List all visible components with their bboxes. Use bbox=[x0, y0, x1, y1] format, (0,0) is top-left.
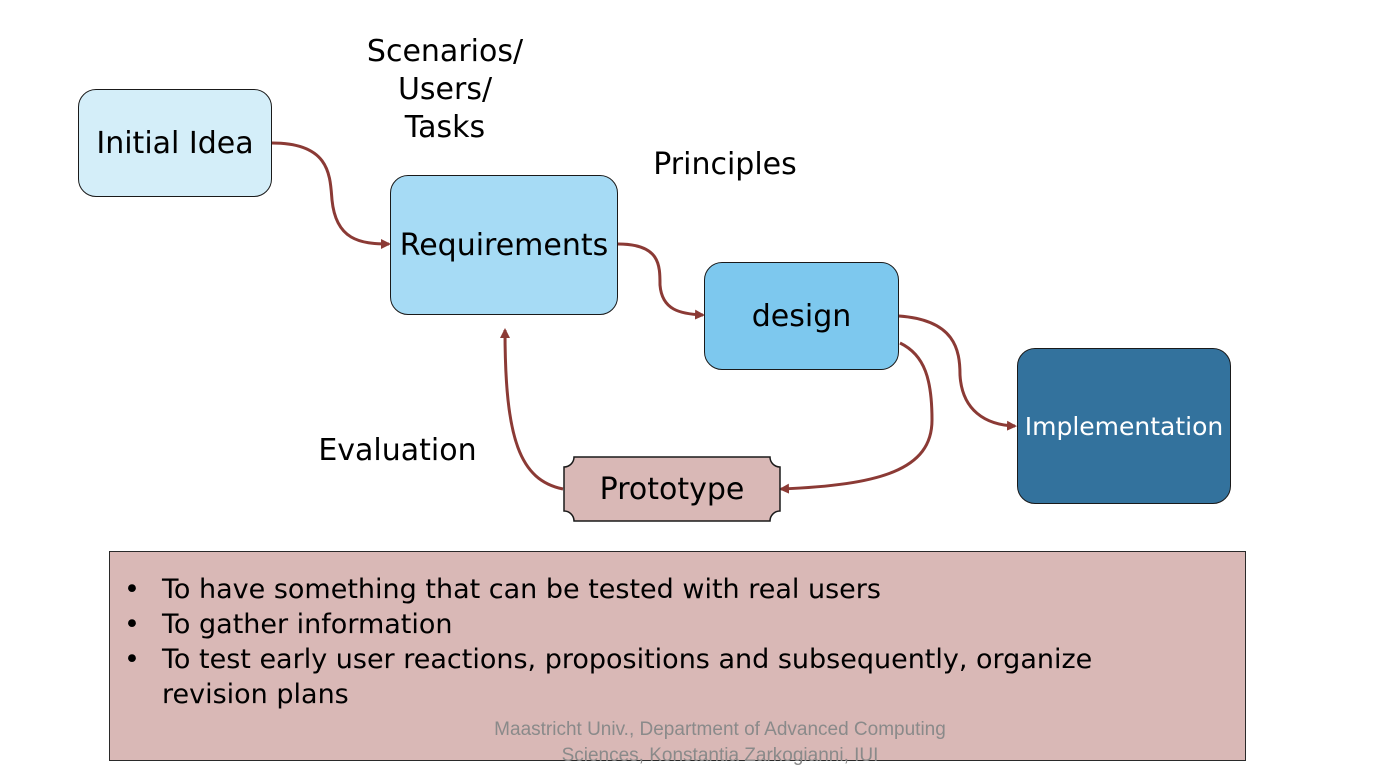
prototype-shape bbox=[563, 456, 781, 522]
purpose-list: To have something that can be tested wit… bbox=[124, 572, 1124, 712]
arrow-prototype-to-requirements bbox=[500, 328, 564, 491]
scenarios-label: Scenarios/ Users/ Tasks bbox=[340, 33, 550, 147]
node-requirements: Requirements bbox=[390, 175, 618, 315]
scenarios-label-line3: Tasks bbox=[404, 110, 486, 145]
purpose-item: To have something that can be tested wit… bbox=[124, 572, 1124, 607]
scenarios-label-line1: Scenarios/ bbox=[366, 34, 524, 69]
node-prototype: Prototype bbox=[599, 471, 745, 507]
prototype-purpose-box: To have something that can be tested wit… bbox=[109, 551, 1246, 761]
node-implementation: Implementation bbox=[1017, 348, 1231, 504]
scenarios-label-line2: Users/ bbox=[397, 72, 493, 107]
arrow-initial-to-requirements bbox=[271, 141, 391, 249]
node-design: design bbox=[704, 262, 899, 370]
purpose-item: To test early user reactions, propositio… bbox=[124, 642, 1124, 712]
footer-line2: Sciences, Konstantia Zarkogianni, IUI bbox=[561, 745, 879, 766]
arrow-design-to-implementation bbox=[898, 314, 1017, 431]
arrow-design-to-prototype bbox=[779, 341, 934, 494]
purpose-item: To gather information bbox=[124, 607, 1124, 642]
arrow-requirements-to-design bbox=[617, 242, 705, 320]
slide-footer: Maastricht Univ., Department of Advanced… bbox=[430, 717, 1010, 769]
footer-line1: Maastricht Univ., Department of Advanced… bbox=[494, 719, 946, 740]
evaluation-label: Evaluation bbox=[318, 433, 477, 468]
principles-label: Principles bbox=[653, 147, 797, 182]
node-initial-idea: Initial Idea bbox=[78, 89, 272, 197]
